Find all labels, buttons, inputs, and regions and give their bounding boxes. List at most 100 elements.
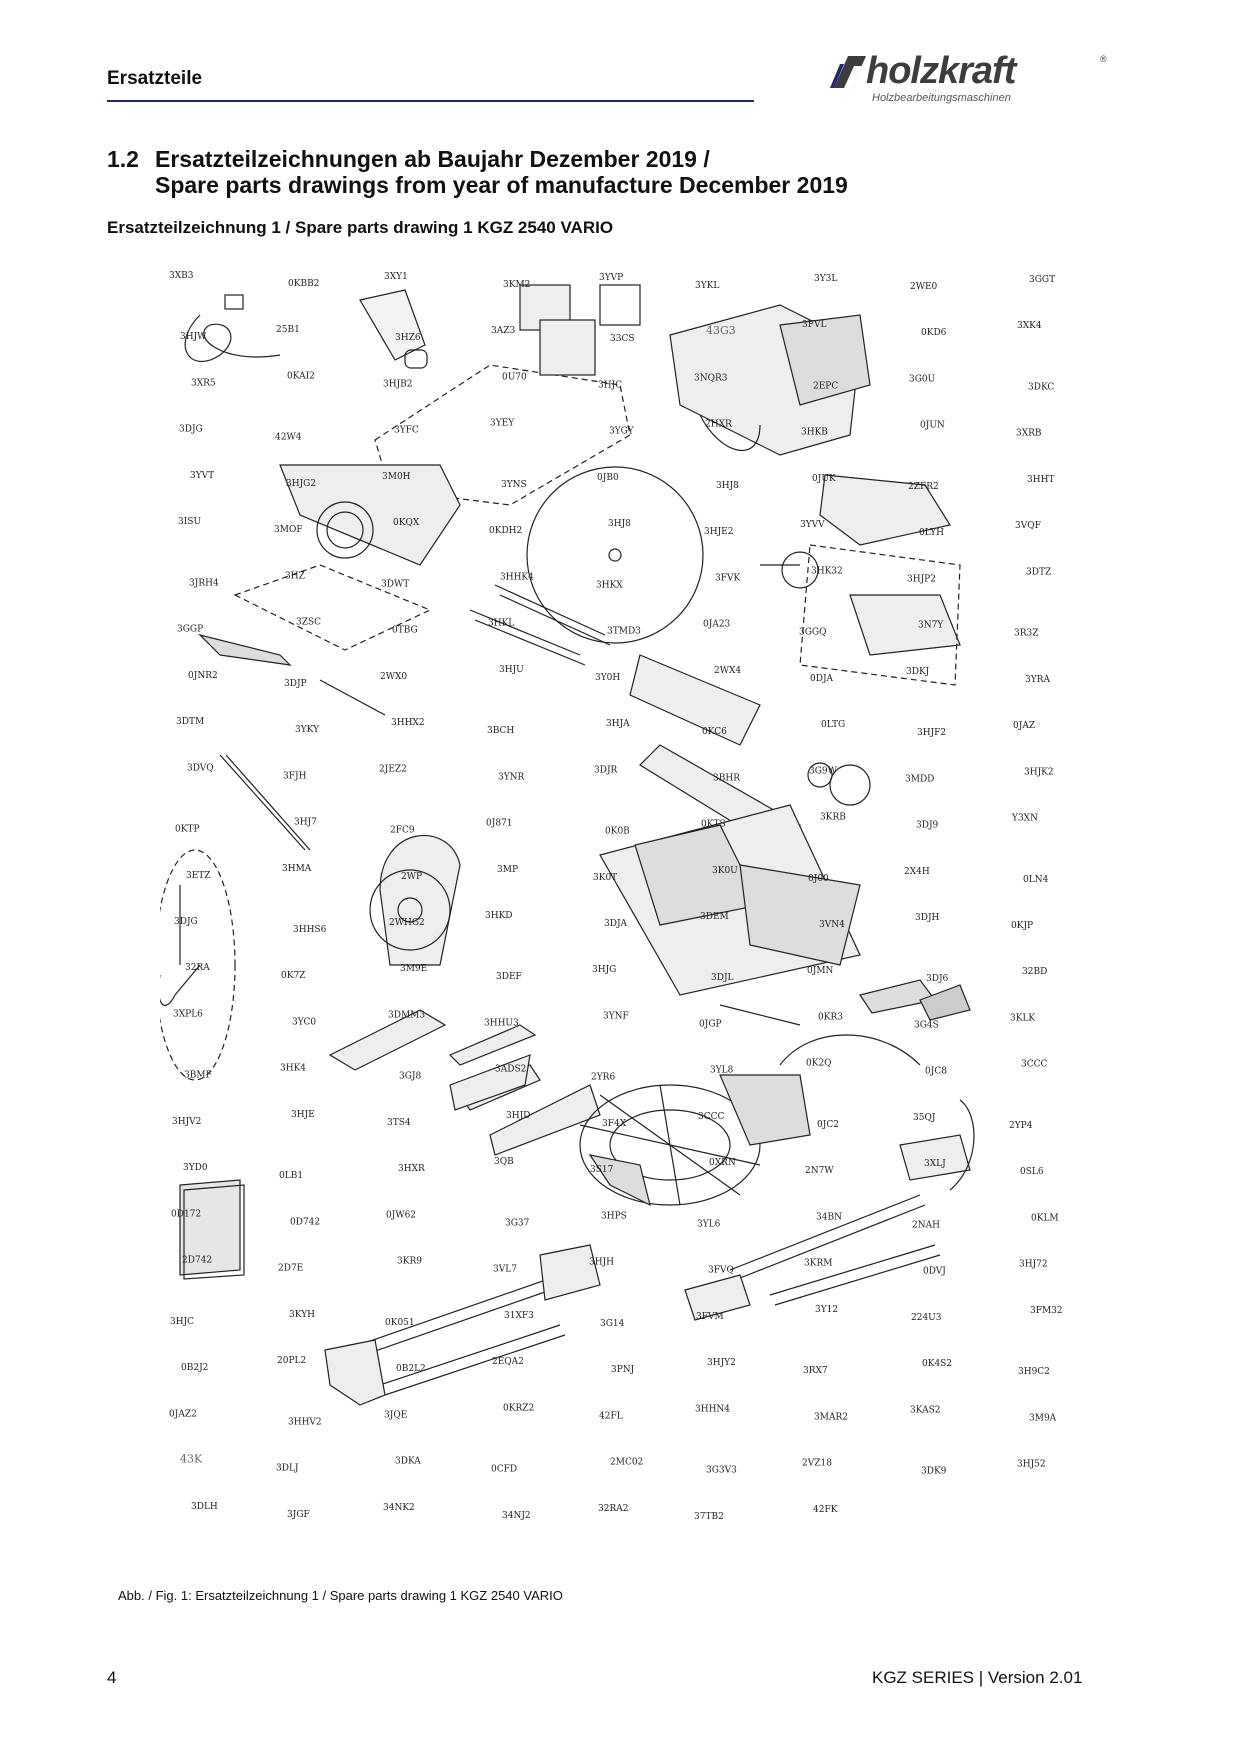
part-label: 3Y0H bbox=[595, 673, 620, 683]
part-label: 3G3V3 bbox=[706, 1466, 737, 1476]
part-label: 2WHG2 bbox=[389, 918, 425, 928]
part-label: 2WE0 bbox=[910, 282, 938, 292]
part-label: 3DTM bbox=[176, 717, 204, 727]
part-label: 0JC2 bbox=[817, 1120, 839, 1130]
part-label: 3FVK bbox=[715, 573, 740, 583]
part-label: 3YL8 bbox=[710, 1066, 734, 1076]
part-label: 3FVQ bbox=[708, 1266, 734, 1276]
part-label: 3YNS bbox=[501, 480, 527, 490]
part-label: 3HK32 bbox=[811, 566, 843, 576]
part-label: 34BN bbox=[816, 1212, 842, 1222]
part-label: 0JAZ2 bbox=[169, 1409, 197, 1419]
part-label: 3HZ6 bbox=[395, 333, 421, 343]
part-label: 3JGF bbox=[287, 1510, 310, 1520]
part-label: 3JQE bbox=[384, 1410, 407, 1420]
part-label: 32BD bbox=[1022, 967, 1047, 977]
part-label: 3HJG2 bbox=[286, 479, 316, 489]
part-label: 3DEF bbox=[496, 972, 522, 982]
part-label: 2JEZ2 bbox=[379, 764, 407, 774]
part-label: 0KR3 bbox=[818, 1013, 843, 1023]
part-label: 0K2Q bbox=[806, 1059, 832, 1069]
part-label: 3BCH bbox=[487, 726, 514, 736]
part-label: 0LB1 bbox=[279, 1171, 303, 1181]
part-label: 3GGT bbox=[1029, 275, 1055, 285]
part-label: 3HJC bbox=[598, 381, 622, 391]
part-label: 42FK bbox=[813, 1505, 838, 1515]
part-label: 0JAZ bbox=[1013, 721, 1035, 731]
part-label: 2FC9 bbox=[390, 826, 415, 836]
part-label: 3MAR2 bbox=[814, 1412, 848, 1422]
part-label: 3G14 bbox=[600, 1319, 625, 1329]
part-label: 3HZ bbox=[285, 571, 305, 581]
part-label: 0B2L2 bbox=[396, 1364, 426, 1374]
part-label: 3ETZ bbox=[186, 871, 211, 881]
part-label: 0K7Z bbox=[281, 971, 305, 981]
part-label: 0K051 bbox=[385, 1318, 415, 1328]
part-label: 0K0B bbox=[605, 827, 630, 837]
part-label: 3H9C2 bbox=[1018, 1367, 1050, 1377]
part-label: 3DWT bbox=[381, 579, 409, 589]
part-label: 3HHN4 bbox=[695, 1404, 730, 1414]
part-label: 0KRZ2 bbox=[503, 1403, 534, 1413]
part-label: 0JUK bbox=[812, 474, 836, 484]
part-label: 2YR6 bbox=[591, 1073, 615, 1083]
section-title-line1: Ersatzteilzeichnungen ab Baujahr Dezembe… bbox=[155, 146, 710, 172]
part-label: 3Y3L bbox=[814, 274, 837, 284]
part-label: 3HJP2 bbox=[907, 574, 936, 584]
part-label: 3DJL bbox=[711, 973, 734, 983]
section-title-line2: Spare parts drawings from year of manufa… bbox=[155, 172, 848, 198]
part-label: 3CCC bbox=[698, 1112, 724, 1122]
part-label: 3DJH bbox=[915, 913, 940, 923]
part-label: 3K0U bbox=[712, 866, 738, 876]
part-label: 3YVP bbox=[599, 273, 623, 283]
part-label: 3F4X bbox=[602, 1119, 627, 1129]
part-label: 3KM2 bbox=[503, 280, 530, 290]
part-label: 3DMM3 bbox=[388, 1011, 425, 1021]
part-label: 3HHU3 bbox=[484, 1019, 519, 1029]
part-label: 3YL6 bbox=[697, 1219, 721, 1229]
part-label: 32RA2 bbox=[598, 1504, 628, 1514]
part-label: 3ISU bbox=[178, 517, 201, 527]
part-label: 34NJ2 bbox=[502, 1511, 531, 1521]
part-label: 3DEM bbox=[700, 912, 729, 922]
part-label: 3HJE2 bbox=[704, 527, 733, 537]
part-label: 34NK2 bbox=[383, 1503, 415, 1513]
drawing-label-layer: 3XB30KBB23XY13KM23YVP3YKL3Y3L2WE03GGT3HJ… bbox=[169, 271, 1063, 1522]
part-label: 0KTP bbox=[175, 825, 200, 835]
part-label: 3DJ9 bbox=[916, 821, 939, 831]
part-label: 3MOF bbox=[274, 525, 303, 535]
part-label: 2YP4 bbox=[1009, 1121, 1033, 1131]
part-label: 0KTS bbox=[701, 820, 726, 830]
part-label: 3Y12 bbox=[815, 1305, 838, 1315]
part-label: 3HKX bbox=[596, 580, 623, 590]
part-label: 2N7W bbox=[805, 1166, 834, 1176]
part-label: 3DK9 bbox=[921, 1467, 947, 1477]
footer-series-version: KGZ SERIES | Version 2.01 bbox=[872, 1668, 1083, 1687]
part-label: 3HKD bbox=[485, 911, 513, 921]
part-label: 0KDH2 bbox=[489, 526, 522, 536]
figure-caption: Abb. / Fig. 1: Ersatzteilzeichnung 1 / S… bbox=[118, 1588, 563, 1603]
part-label: 3YRA bbox=[1025, 675, 1050, 685]
part-label: 3RX7 bbox=[803, 1366, 828, 1376]
part-label: 0B2J2 bbox=[181, 1363, 208, 1373]
part-label: 3ADS2 bbox=[495, 1065, 526, 1075]
part-label: 3YD0 bbox=[183, 1163, 208, 1173]
part-label: 3XK4 bbox=[1017, 321, 1042, 331]
part-label: 2VZ18 bbox=[802, 1459, 832, 1469]
part-label: 3TS4 bbox=[387, 1118, 411, 1128]
header-divider bbox=[107, 100, 754, 102]
part-label: 3HHV2 bbox=[288, 1417, 322, 1427]
part-label: 3DJA bbox=[604, 919, 628, 929]
part-label: 3GGP bbox=[177, 625, 203, 635]
part-label: 0K4S2 bbox=[922, 1359, 952, 1369]
part-label: 3HHT bbox=[1027, 475, 1054, 485]
part-label: 3YKL bbox=[695, 281, 719, 291]
part-label: 3HJK2 bbox=[1024, 767, 1054, 777]
part-label: 3HJA bbox=[606, 719, 630, 729]
part-label: 0D172 bbox=[171, 1209, 201, 1219]
part-label: 3HKL bbox=[488, 619, 514, 629]
part-label: 3BMF bbox=[184, 1071, 212, 1081]
part-label: 3HMA bbox=[282, 864, 312, 874]
part-label: 35QJ bbox=[913, 1113, 936, 1123]
part-label: 3HHX2 bbox=[391, 718, 425, 728]
